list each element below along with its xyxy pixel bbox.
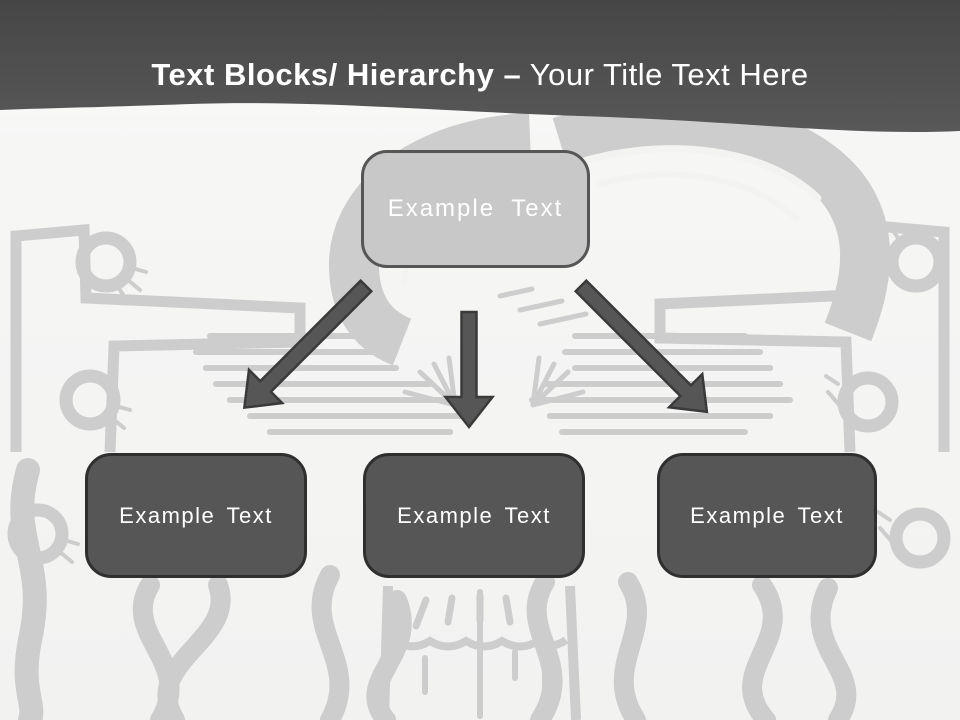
hierarchy-child-box-3[interactable]: Example Text [657,453,877,578]
arrow-left-connector[interactable] [228,269,383,424]
child-box-1-label: Example Text [119,502,273,528]
arrow-right-connector[interactable] [564,269,723,428]
hierarchy-root-box[interactable]: Example Text [361,150,590,268]
slide-title: Text Blocks/ Hierarchy – Your Title Text… [0,52,960,98]
hierarchy-child-box-1[interactable]: Example Text [85,453,307,578]
hierarchy-child-box-2[interactable]: Example Text [363,453,585,578]
root-box-label: Example Text [387,195,564,222]
child-box-3-label: Example Text [690,502,844,528]
arrow-down-connector[interactable] [442,310,496,430]
title-placeholder-text: Your Title Text Here [521,57,809,92]
child-box-2-label: Example Text [397,502,551,528]
title-topic-text: Text Blocks/ Hierarchy – [151,57,522,92]
header-band [0,0,960,133]
